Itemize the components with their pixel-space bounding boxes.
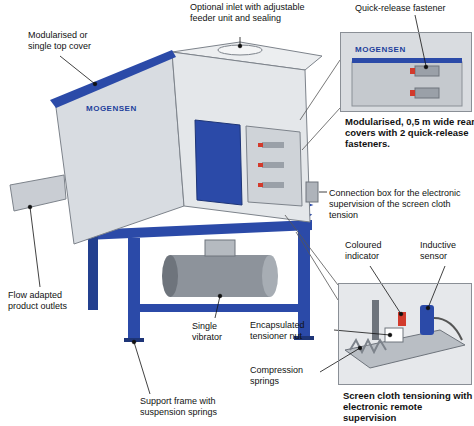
part-label: Compression springs [250, 365, 320, 387]
sensor-cable [434, 318, 462, 340]
product-outlet [10, 175, 66, 211]
inset-caption: Modularised, 0,5 m wide rear covers with… [345, 116, 474, 149]
leader-dot [426, 306, 430, 310]
inlet [218, 45, 262, 55]
inset-ground [339, 284, 471, 384]
part-label: Optional inlet with adjustable feeder un… [190, 2, 308, 24]
inset-ground [341, 33, 471, 111]
quick-release-fastener [415, 66, 439, 76]
detail-line [296, 232, 338, 300]
frame-crossbar [128, 304, 310, 312]
part-label: Modularised or single top cover [28, 30, 113, 52]
cover-edge [352, 58, 462, 63]
leader-line [60, 56, 95, 84]
vibrator [262, 255, 278, 297]
fastener [258, 183, 263, 187]
fastener [262, 182, 284, 188]
compression-spring [350, 340, 386, 352]
vibrator [162, 255, 178, 297]
frame-leg [88, 236, 98, 310]
leader-line [134, 342, 150, 394]
leader-line [320, 348, 360, 372]
fastener [258, 163, 263, 167]
detail-inset: Screen cloth tensioning with electronic … [338, 283, 472, 385]
part-label: Quick-release fastener [355, 3, 470, 14]
detail-line [302, 108, 340, 150]
fastener [258, 143, 263, 147]
quick-release-fastener [415, 88, 439, 98]
part-label: Connection box for the electronic superv… [329, 188, 471, 221]
inductive-sensor [420, 305, 434, 335]
brand-logo: MOGENSEN [355, 45, 425, 55]
tension-plate [345, 330, 465, 368]
front-panel [172, 52, 310, 222]
leader-line [215, 296, 220, 318]
frame-leg [128, 238, 140, 340]
front-door [195, 120, 242, 205]
part-label: Flow adapted product outlets [8, 290, 83, 312]
part-label: Single vibrator [192, 321, 242, 343]
detail-line [285, 215, 338, 285]
detail-line [300, 60, 340, 120]
leader-line [370, 266, 401, 314]
part-label: Encapsulated tensioner nut [250, 320, 332, 342]
brand-logo: MOGENSEN [86, 104, 146, 114]
rear-cover [246, 126, 302, 206]
fastener [262, 162, 284, 168]
detail-inset: MOGENSENModularised, 0,5 m wide rear cov… [340, 32, 472, 112]
part-label: Inductive sensor [420, 240, 470, 262]
fastener [262, 142, 284, 148]
leader-dot [388, 333, 392, 337]
inset-caption: Screen cloth tensioning with electronic … [343, 390, 474, 423]
leader-dot [358, 346, 362, 350]
terminal-box [205, 240, 235, 256]
rear-cover [352, 62, 462, 106]
leader-dot [132, 340, 136, 344]
leader-line [30, 207, 40, 287]
leader-dot [238, 44, 242, 48]
leader-dot [93, 82, 97, 86]
leader-line [415, 15, 426, 66]
leader-line [334, 330, 390, 335]
leader-line [428, 266, 445, 308]
connection-box [306, 182, 318, 202]
coloured-indicator [398, 312, 406, 326]
leader-dot [424, 65, 428, 69]
leader-line [319, 192, 327, 193]
quick-release-fastener [410, 68, 415, 74]
vibrator [170, 255, 270, 297]
part-label: Coloured indicator [345, 240, 397, 262]
leader-dot [399, 312, 403, 316]
leader-dot [218, 294, 222, 298]
part-label: Support frame with suspension springs [140, 396, 255, 418]
quick-release-fastener [410, 90, 415, 96]
leader-dot [28, 205, 32, 209]
top-cover [50, 50, 176, 108]
